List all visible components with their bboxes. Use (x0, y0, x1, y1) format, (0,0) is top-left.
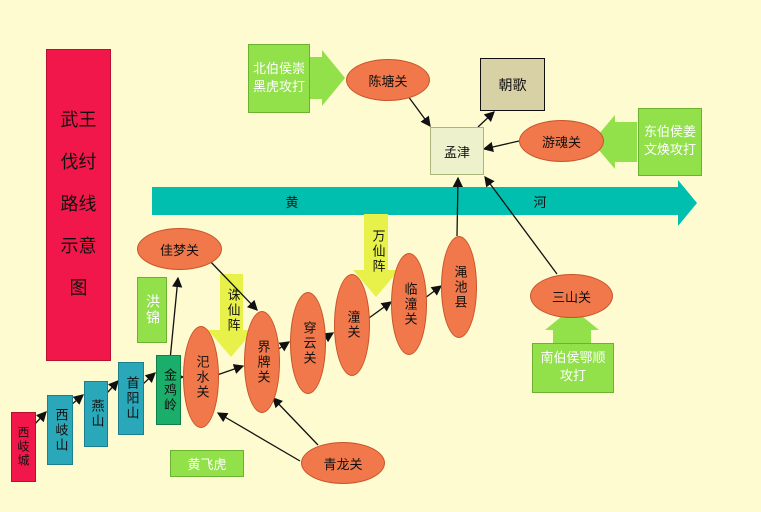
south-attack-arrow (545, 308, 599, 345)
mianchi-county: 渑池县 (441, 236, 477, 338)
mengjin-box: 孟津 (430, 127, 484, 175)
east-attacker-label: 东伯侯姜文焕攻打 (638, 108, 702, 176)
step-xiqi-mountain: 西岐山 (47, 395, 73, 465)
tong-pass: 潼关 (334, 274, 370, 376)
title-box: 武王伐纣路线示意图 (46, 49, 111, 361)
wanxian-array-arrow (353, 214, 399, 297)
chaoge-box: 朝歌 (480, 58, 545, 111)
youhun-pass: 游魂关 (519, 120, 604, 162)
zhuxian-array-label: 诛仙阵 (224, 287, 240, 333)
step-yan-mountain: 燕山 (84, 381, 108, 447)
sanshan-pass: 三山关 (530, 274, 613, 318)
east-attack-arrow (592, 115, 637, 169)
jiepai-pass: 界牌关 (244, 311, 280, 413)
river-label-left: 黄 (285, 195, 299, 211)
chuanyun-pass: 穿云关 (290, 292, 326, 394)
river-label-right: 河 (533, 195, 547, 211)
jiameng-pass: 佳梦关 (137, 228, 222, 270)
lintong-pass: 临潼关 (391, 253, 427, 355)
general-huangfeihu: 黄飞虎 (170, 450, 244, 477)
north-attacker-label: 北伯侯崇黑虎攻打 (248, 44, 310, 113)
qinglong-pass: 青龙关 (301, 442, 385, 484)
step-shouyang-mountain: 首阳山 (118, 362, 144, 435)
wanxian-array-label: 万仙阵 (369, 228, 385, 274)
sishui-pass: 汜水关 (183, 326, 219, 428)
general-hongjin: 洪锦 (137, 277, 167, 343)
chentang-pass: 陈塘关 (346, 59, 430, 101)
north-attack-arrow (300, 50, 345, 106)
south-attacker-label: 南伯侯鄂顺攻打 (532, 343, 614, 393)
title-text: 武王伐纣路线示意图 (60, 110, 97, 299)
step-jinji-ridge: 金鸡岭 (156, 355, 181, 425)
start-xiqi-city: 西岐城 (11, 412, 36, 482)
route-connectors (33, 91, 558, 462)
yellow-river-arrow (152, 180, 697, 226)
